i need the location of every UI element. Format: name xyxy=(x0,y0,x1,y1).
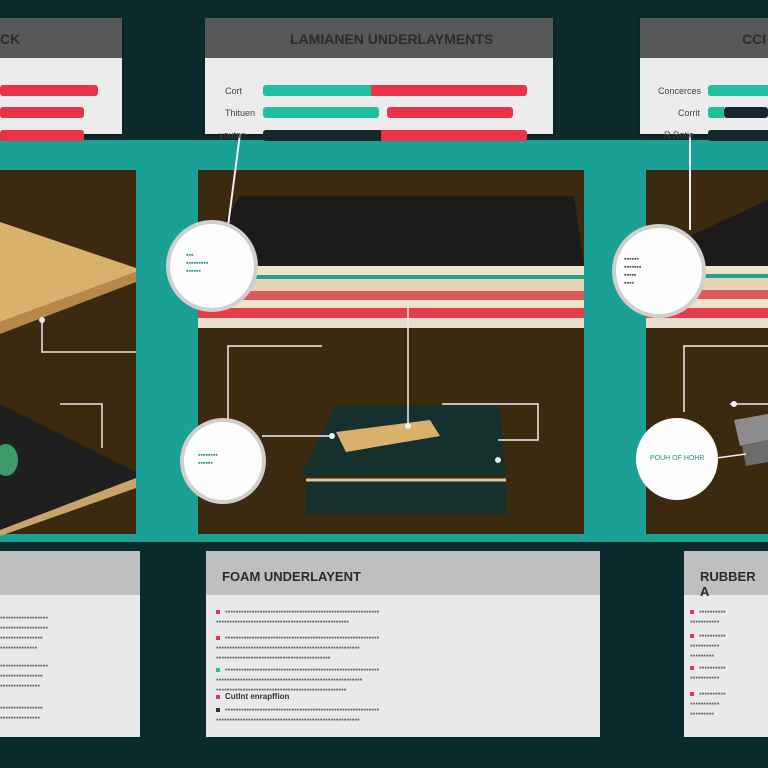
cork-description-card: ▪▪▪▪▪▪▪▪▪▪▪▪▪▪▪▪▪▪▪▪▪▪▪▪▪▪▪▪▪▪▪▪▪▪▪▪▪▪▪▪… xyxy=(0,551,140,737)
rating-bar-dark xyxy=(708,130,768,141)
callout-bubble xyxy=(166,220,258,312)
card-header xyxy=(0,551,140,595)
row-label: R Rotie xyxy=(664,130,695,140)
laminate-top-layer xyxy=(198,196,584,266)
rating-bar-green xyxy=(708,85,768,96)
layer-cream-2 xyxy=(198,300,584,308)
bullet-item: ▪▪▪▪▪▪▪▪▪▪▪▪▪▪▪▪▪▪▪▪▪▪▪▪▪▪▪▪▪▪▪▪▪▪▪▪▪▪▪▪… xyxy=(216,705,380,724)
card-title: FOAM UNDERLAYENT xyxy=(222,569,361,584)
callout-text: ▪▪▪▪▪▪▪▪▪▪▪▪▪▪ xyxy=(198,452,218,467)
callout-text: POUH OF HOHR xyxy=(650,455,705,462)
rating-bar-dark xyxy=(724,107,768,118)
bullet-item: ▪▪▪▪▪▪▪▪▪▪▪▪▪▪▪▪▪▪▪▪▪ xyxy=(690,663,726,682)
rating-bar-red xyxy=(387,107,513,118)
rating-bar xyxy=(0,130,84,141)
foam-base xyxy=(306,480,506,514)
row-label: Thituen xyxy=(225,108,256,118)
leader-line xyxy=(60,403,103,448)
rating-bar-red xyxy=(371,85,527,96)
layer-teal xyxy=(198,275,584,279)
callout-text: ▪▪▪▪▪▪▪▪▪▪▪▪▪▪▪▪▪▪ xyxy=(186,252,209,275)
rubber-comparison-card: CCI Concerces Corrit R Rotie xyxy=(640,18,768,141)
card-title: RUBBER A xyxy=(700,569,756,599)
rubber-tile xyxy=(734,414,768,446)
subheading: Cutlnt enrapffion xyxy=(216,692,289,701)
layer-tan xyxy=(198,279,584,291)
green-disc xyxy=(0,444,18,476)
cork-piece xyxy=(336,420,440,452)
bullet-item: ▪▪▪▪▪▪▪▪▪▪▪▪▪▪▪▪▪▪▪▪▪ xyxy=(690,607,726,626)
row-label: Cort xyxy=(225,86,243,96)
row-label: youtan xyxy=(219,130,247,140)
layer-red-2 xyxy=(198,308,584,318)
card-header: RUBBER A xyxy=(684,551,768,599)
bullet-item: ▪▪▪▪▪▪▪▪▪▪▪▪▪▪▪▪▪▪▪▪▪▪▪▪▪▪▪▪▪▪▪▪▪▪▪▪▪▪▪▪… xyxy=(0,613,48,652)
rating-bar-green xyxy=(263,85,371,96)
card-title: CK xyxy=(0,31,21,47)
card-header: CCI xyxy=(640,18,768,58)
bullet-item: ▪▪▪▪▪▪▪▪▪▪▪▪▪▪▪▪▪▪▪▪▪▪▪▪▪▪▪▪▪▪▪▪▪▪▪▪▪▪▪▪… xyxy=(216,665,380,694)
leader-line xyxy=(227,345,322,420)
rating-bar-red xyxy=(381,130,527,141)
callout-bubble xyxy=(180,418,266,504)
rubber-description-card: RUBBER A ▪▪▪▪▪▪▪▪▪▪▪▪▪▪▪▪▪▪▪▪▪ ▪▪▪▪▪▪▪▪▪… xyxy=(684,551,768,737)
bullet-item: ▪▪▪▪▪▪▪▪▪▪▪▪▪▪▪▪▪▪▪▪▪▪▪▪▪▪▪▪▪▪▪ xyxy=(0,703,43,722)
cork-board-top xyxy=(0,222,136,322)
card-header: LAMIANEN UNDERLAYMENTS xyxy=(205,18,553,58)
row-label: Concerces xyxy=(658,86,702,96)
cork-comparison-card: CK xyxy=(0,18,122,141)
rating-bar xyxy=(0,107,84,118)
layer-red xyxy=(198,291,584,300)
bullet-item: ▪▪▪▪▪▪▪▪▪▪▪▪▪▪▪▪▪▪▪▪▪▪▪▪▪▪▪▪▪▪▪▪▪▪▪▪▪▪▪▪… xyxy=(216,607,380,626)
bullet-item: ▪▪▪▪▪▪▪▪▪▪▪▪▪▪▪▪▪▪▪▪▪▪▪▪▪▪▪▪▪▪ xyxy=(690,631,726,660)
callout-text: ▪▪▪▪▪▪▪▪▪▪▪▪▪▪▪▪▪▪▪▪▪▪ xyxy=(624,256,642,287)
card-header: FOAM UNDERLAYENT xyxy=(206,551,600,595)
laminate-comparison-card: LAMIANEN UNDERLAYMENTS Cort Thituen yout… xyxy=(205,18,553,141)
card-title: LAMIANEN UNDERLAYMENTS xyxy=(290,31,494,47)
bullet-item: ▪▪▪▪▪▪▪▪▪▪▪▪▪▪▪▪▪▪▪▪▪▪▪▪▪▪▪▪▪▪▪▪▪▪▪▪▪▪▪▪… xyxy=(216,633,380,662)
row-label: Corrit xyxy=(678,108,700,118)
bullet-item: ▪▪▪▪▪▪▪▪▪▪▪▪▪▪▪▪▪▪▪▪▪▪▪▪▪▪▪▪▪▪ xyxy=(690,689,726,718)
layer-cream xyxy=(198,266,584,275)
callout-pointer xyxy=(227,133,241,227)
rubber-sheet-edge xyxy=(0,478,136,536)
bullet-item: ▪▪▪▪▪▪▪▪▪▪▪▪▪▪▪▪▪▪▪▪▪▪▪▪▪▪▪▪▪▪▪▪▪▪▪▪▪▪▪▪… xyxy=(0,661,48,690)
foam-description-card: FOAM UNDERLAYENT ▪▪▪▪▪▪▪▪▪▪▪▪▪▪▪▪▪▪▪▪▪▪▪… xyxy=(206,551,600,737)
card-header: CK xyxy=(0,18,122,58)
callout-bubble xyxy=(636,418,718,500)
rating-bar-green xyxy=(263,107,379,118)
rating-bar xyxy=(0,85,98,96)
cork-board-edge xyxy=(0,272,136,334)
layer-bottom xyxy=(198,318,584,328)
leader-line xyxy=(442,403,539,441)
leader-line xyxy=(41,320,136,353)
rating-bar-green xyxy=(708,107,724,118)
rubber-sheet xyxy=(0,404,136,530)
card-title: CCI xyxy=(742,31,767,47)
callout-bubble xyxy=(612,224,706,318)
rating-bar-dark xyxy=(263,130,381,141)
